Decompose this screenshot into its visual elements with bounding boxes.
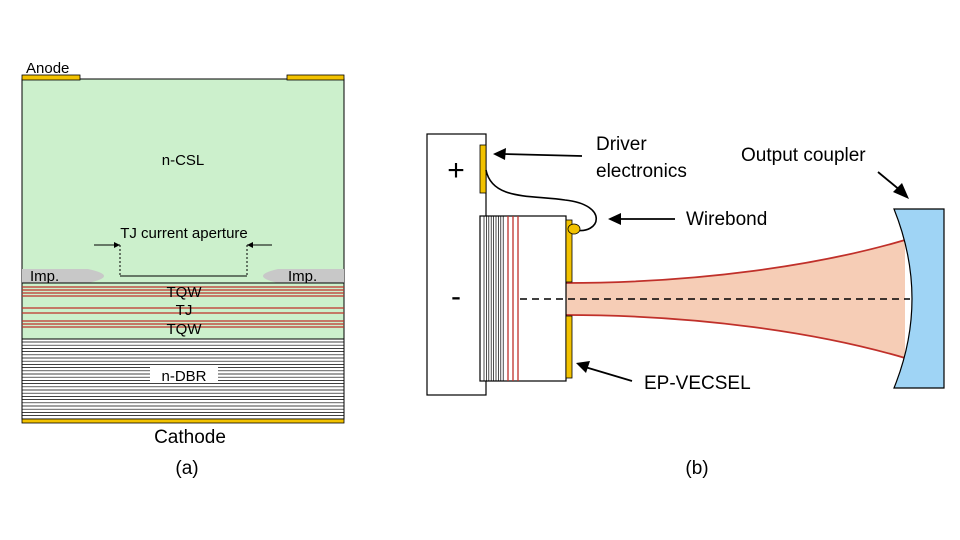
ncsl-region	[21, 78, 345, 284]
driver-label-2: electronics	[596, 161, 687, 182]
output-coupler-label: Output coupler	[741, 145, 866, 166]
tqw-bottom-label: TQW	[167, 321, 203, 338]
ndbr-label-bg	[150, 367, 218, 383]
aperture-arrowhead-left	[114, 242, 120, 248]
tqw-top-layers	[22, 286, 344, 297]
minus-sign: -	[451, 280, 461, 313]
cathode-label: Cathode	[154, 427, 226, 448]
tj-layers	[22, 307, 344, 314]
vecsel-arrow	[584, 366, 633, 382]
vecsel-contact-bottom	[565, 315, 573, 379]
vecsel-dbr-layers	[483, 216, 504, 381]
ncsl-label: n-CSL	[162, 152, 205, 169]
caption-b: (b)	[685, 458, 708, 479]
mount-contact-pad	[479, 144, 487, 194]
beam-edge-top	[564, 239, 906, 284]
anode-contact-left	[21, 74, 81, 81]
laser-beam	[565, 240, 905, 358]
implant-left-label: Imp.	[30, 268, 59, 285]
beam-edge-bottom	[564, 314, 906, 359]
mount-block	[426, 133, 487, 396]
output-coupler-mirror	[893, 208, 945, 389]
anode-label: Anode	[26, 60, 69, 77]
wirebond-arrowhead	[608, 213, 621, 225]
driver-arrow	[502, 153, 583, 157]
cathode-contact	[21, 418, 345, 424]
vecsel-contact-top	[565, 219, 573, 283]
anode-contact-right	[286, 74, 345, 81]
tqw-bottom-layers	[22, 320, 344, 328]
tqw-top-label: TQW	[167, 284, 203, 301]
wirebond-ball	[567, 223, 581, 235]
tj-label: TJ	[176, 302, 193, 319]
ndbr-label: n-DBR	[161, 368, 206, 385]
panel-b: + - Driver electronics Wirebond	[426, 133, 945, 479]
driver-arrowhead	[493, 148, 506, 160]
aperture-label: TJ current aperture	[120, 225, 248, 242]
output-coupler-arrowhead	[893, 183, 909, 199]
wirebond-wire	[485, 169, 597, 232]
caption-a: (a)	[175, 458, 198, 479]
vecsel-arrowhead	[576, 361, 590, 373]
implant-left	[22, 269, 104, 283]
implant-right	[263, 269, 344, 283]
ndbr-layers	[22, 341, 344, 420]
panel-a: Anode n-CSL TJ current aperture Imp. Imp…	[21, 60, 345, 479]
active-region	[21, 282, 345, 340]
aperture-arrowhead-right	[247, 242, 253, 248]
vecsel-qw-layers	[507, 216, 519, 381]
vecsel-label: EP-VECSEL	[644, 373, 751, 394]
wirebond-label: Wirebond	[686, 209, 767, 230]
plus-sign: +	[447, 154, 465, 187]
driver-label-1: Driver	[596, 134, 647, 155]
implant-right-label: Imp.	[288, 268, 317, 285]
